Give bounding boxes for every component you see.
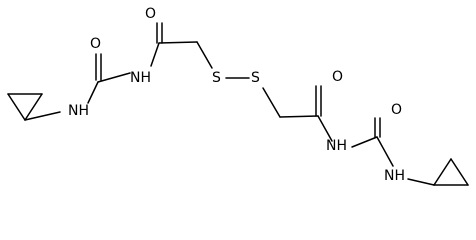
bond: [87, 81, 99, 104]
atom-label-o2: O: [90, 36, 101, 52]
bond: [450, 158, 469, 186]
atom-label-o4: O: [391, 102, 402, 118]
atom-label-nh4: NH: [384, 168, 405, 184]
atom-label-nh3: NH: [326, 138, 347, 154]
bond: [196, 41, 213, 69]
bond: [150, 42, 160, 67]
atom-label-o1: O: [145, 6, 156, 22]
bond: [279, 115, 319, 118]
bond: [24, 111, 61, 121]
bond: [158, 41, 198, 44]
bond: [351, 136, 378, 148]
bond: [317, 115, 333, 142]
left-chain-bonds: [24, 22, 213, 121]
bond: [433, 158, 452, 186]
atom-label-o3: O: [332, 69, 343, 85]
bond: [376, 136, 394, 167]
cyclopropyl-ring-left: [7, 93, 43, 121]
atom-label-nh2: NH: [68, 103, 89, 119]
right-chain-bonds: [262, 85, 435, 186]
bond: [7, 93, 26, 121]
atom-label-nh1: NH: [130, 70, 151, 86]
structure-diagram: O O NH NH S S O O NH NH: [7, 6, 469, 186]
bond: [407, 178, 435, 186]
atom-label-s1: S: [212, 70, 221, 86]
atom-label-s2: S: [251, 70, 260, 86]
cyclopropyl-ring-right: [433, 158, 469, 186]
bond: [262, 87, 281, 118]
bond: [97, 72, 131, 83]
bond: [24, 93, 43, 121]
